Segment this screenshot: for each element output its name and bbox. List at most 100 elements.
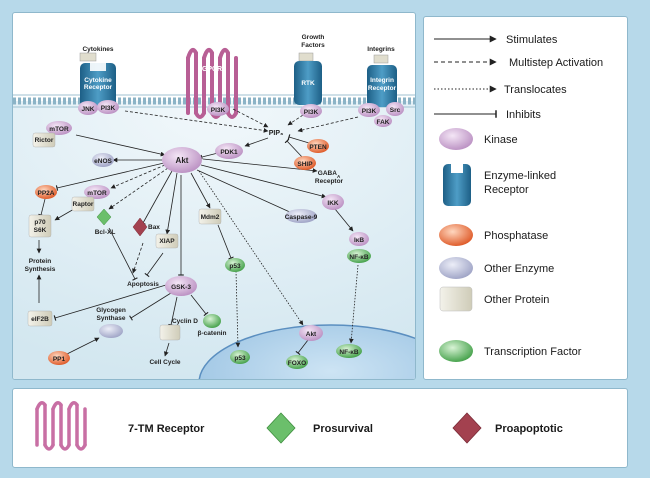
- gsk3-label: GSK-3: [171, 284, 191, 291]
- pp1-node: [48, 351, 70, 365]
- phosphatase-icon: [439, 224, 473, 246]
- other-protein-icon: [439, 286, 473, 312]
- transcription-factor-icon: [439, 340, 473, 362]
- pp2a-label: PP2A: [38, 190, 55, 197]
- legend-translocates: Translocates: [504, 84, 567, 96]
- p53-label-2: p53: [234, 355, 246, 362]
- growth-factors-label-2: Factors: [301, 42, 325, 49]
- cyclin-d-node: [159, 324, 181, 341]
- legend-multistep: Multistep Activation: [509, 57, 603, 69]
- mdm2-node: [198, 208, 222, 225]
- jnk-label: JNK: [81, 106, 94, 113]
- legend-kinase: Kinase: [484, 134, 518, 146]
- prosurvival-label: Prosurvival: [313, 423, 373, 435]
- apoptosis-label: Apoptosis: [127, 281, 159, 288]
- legend-stimulates: Stimulates: [506, 34, 558, 46]
- pi3k-label-3: PI3K: [304, 109, 319, 116]
- ikb-node: [349, 232, 369, 246]
- proapoptotic-label: Proapoptotic: [495, 423, 563, 435]
- kinase-icon: [439, 128, 473, 150]
- foxo-label: FOXO: [288, 360, 306, 367]
- pi3k-node-3: [300, 104, 322, 118]
- rtk-receptor: [294, 52, 322, 105]
- cell-cycle-label: Cell Cycle: [149, 359, 180, 366]
- pp2a-node: [35, 185, 57, 199]
- beta-catenin-label: β-catenin: [198, 330, 227, 337]
- pi3k-label-1: PI3K: [101, 105, 116, 112]
- src-label: Src: [390, 107, 401, 114]
- eif2b-node: [27, 310, 53, 327]
- legend-inhibits: Inhibits: [506, 109, 541, 121]
- legend-panel: Stimulates Multistep Activation Transloc…: [423, 16, 628, 380]
- symbol-legend-canvas: 7-TM Receptor Prosurvival Proapoptotic: [35, 401, 563, 451]
- integrins-label: Integrins: [367, 46, 395, 53]
- beta-catenin-node: [203, 314, 221, 328]
- nfkb-label-1: NF-κB: [349, 254, 368, 261]
- bcl-xl-label: Bcl-XL: [95, 229, 116, 236]
- integrin-receptor: [367, 54, 397, 107]
- bcl-xl-node: [96, 208, 112, 226]
- pi3k-node-4: [358, 103, 380, 117]
- pp1-label: PP1: [53, 356, 66, 363]
- akt-label: Akt: [176, 156, 189, 165]
- pi3k-node-2: [207, 102, 229, 116]
- seven-tm-receptor-label: 7-TM Receptor: [128, 423, 205, 435]
- enzyme-receptor-icon: [443, 164, 471, 206]
- bax-node: [132, 217, 148, 237]
- pten-node: [307, 139, 329, 153]
- caspase9-label: Caspase-9: [285, 214, 318, 221]
- enos-label: eNOS: [94, 158, 112, 165]
- legend-canvas: Stimulates Multistep Activation Transloc…: [434, 34, 603, 362]
- foxo-node: [286, 355, 308, 369]
- gpcr-label: GPCR: [202, 66, 222, 73]
- eif2b-label: eIF2B: [31, 316, 49, 323]
- akt-nuclear-label: Akt: [306, 331, 317, 338]
- nfkb-node-2: [336, 344, 362, 358]
- xiap-node: [155, 233, 179, 249]
- pdk1-label: PDK1: [220, 149, 238, 156]
- legend-other-enzyme: Other Enzyme: [484, 263, 554, 275]
- p70s6k-label-2: S6K: [34, 227, 47, 234]
- mtor-label-2: mTOR: [87, 190, 107, 197]
- glycogen-synthase-label-1: Glycogen: [96, 307, 126, 314]
- rictor-node: [32, 132, 56, 148]
- src-node: [386, 102, 404, 116]
- cytokines-label: Cytokines: [82, 46, 113, 53]
- protein-synthesis-label-2: Synthesis: [25, 266, 56, 273]
- glycogen-synthase-label-2: Synthase: [97, 315, 126, 322]
- integrin-receptor-label-1: Integrin: [370, 77, 394, 84]
- other-enzyme-icon: [439, 257, 473, 279]
- seven-tm-receptor-icon: [35, 401, 87, 451]
- caspase9-node: [285, 209, 317, 223]
- glycogen-synthase-node: [99, 324, 123, 338]
- rtk-label: RTK: [301, 80, 315, 87]
- ikk-label: IKK: [327, 200, 339, 207]
- mtor-label-1: mTOR: [49, 126, 69, 133]
- fak-label: FAK: [377, 119, 390, 126]
- pten-label: PTEN: [309, 144, 327, 151]
- p70s6k-label-1: p70: [34, 219, 46, 226]
- raptor-label: Raptor: [73, 201, 94, 208]
- p53-node-2: [230, 350, 250, 364]
- ikb-label: IκB: [354, 237, 364, 244]
- mtor-node-2: [84, 185, 110, 199]
- legend-phosphatase: Phosphatase: [484, 230, 548, 242]
- gpcr-receptor: [186, 48, 238, 119]
- p70s6k-node: [28, 214, 52, 238]
- growth-factors-label-1: Growth: [302, 34, 325, 41]
- pi3k-label-2: PI3K: [211, 107, 226, 114]
- enos-node: [92, 153, 114, 167]
- akt-nuclear-node: [299, 325, 323, 341]
- legend-transcription-factor: Transcription Factor: [484, 346, 582, 358]
- symbol-legend-panel: 7-TM Receptor Prosurvival Proapoptotic: [12, 388, 628, 468]
- akt-node: [162, 147, 202, 173]
- ikk-node: [322, 194, 344, 210]
- pdk1-node: [215, 143, 243, 159]
- nfkb-node-1: [347, 249, 371, 263]
- nfkb-label-2: NF-κB: [339, 349, 358, 356]
- cytokine-receptor-label-2: Receptor: [84, 84, 113, 91]
- ship-node: [294, 156, 316, 170]
- legend-other-protein: Other Protein: [484, 294, 549, 306]
- fak-node: [374, 115, 392, 127]
- prosurvival-diamond-icon: [266, 412, 296, 444]
